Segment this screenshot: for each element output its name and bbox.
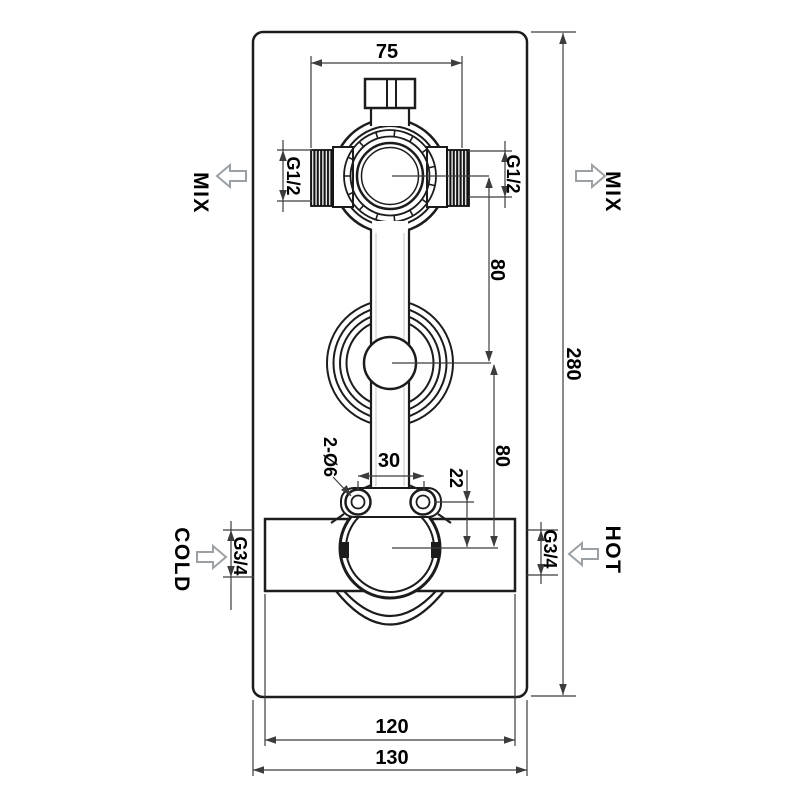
clamp-mark-left (341, 542, 349, 558)
dim-mount-holes-label: 2-Ø6 (320, 437, 340, 477)
dim-spacing-upper-label: 80 (486, 259, 508, 281)
dim-mount-spacing-label: 30 (378, 450, 400, 472)
dim-thread-top-left-label: G1/2 (283, 156, 303, 195)
mount-hole-left (350, 494, 366, 510)
dim-thread-bottom-right-label: G3/4 (540, 529, 560, 568)
segment-ring-ticks (344, 130, 436, 222)
hot-label: HOT (601, 526, 624, 575)
dim-thread-bottom-left-label: G3/4 (230, 536, 250, 575)
clamp-mark-right (431, 542, 439, 558)
mix-right-label: MIX (601, 171, 624, 213)
dim-spacing-lower-label: 80 (491, 445, 513, 467)
mount-ear-right (409, 488, 437, 516)
hot-inlet-arrow-icon (567, 540, 599, 568)
top-thread-right (446, 149, 470, 207)
mix-left-arrow-icon (215, 162, 247, 190)
dimension-lines (223, 31, 576, 776)
mix-right-arrow-icon (575, 162, 607, 190)
top-thread-left (310, 149, 334, 207)
dim-thread-top-right-label: G1/2 (503, 154, 523, 193)
dim-body-width-label: 120 (375, 716, 408, 738)
mount-hole-right (415, 494, 431, 510)
cold-inlet-arrow-icon (196, 543, 228, 571)
dim-top-width-label: 75 (376, 41, 398, 63)
handle-stem (363, 77, 417, 110)
mounting-bracket (330, 484, 452, 558)
mix-left-label: MIX (189, 172, 212, 214)
housing-arc-outer (335, 590, 445, 626)
centerlines (392, 175, 498, 549)
housing-arc-inner (343, 590, 437, 618)
dim-overall-width-label: 130 (375, 747, 408, 769)
cold-label: COLD (170, 527, 193, 593)
dim-hole-offset-label: 22 (446, 468, 466, 488)
dim-overall-height-label: 280 (562, 347, 584, 380)
lower-valve-body (263, 496, 517, 626)
